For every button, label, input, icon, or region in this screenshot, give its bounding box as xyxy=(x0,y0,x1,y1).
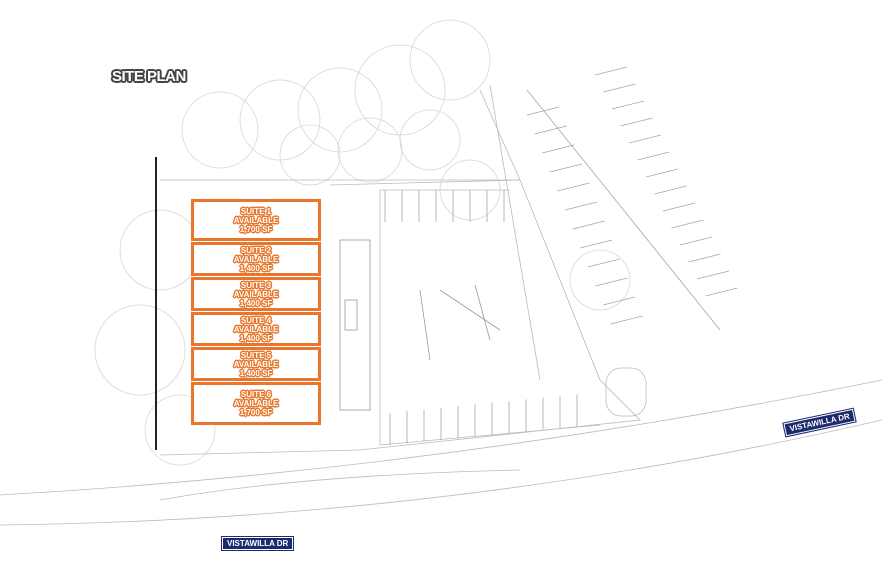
stall-line xyxy=(557,182,590,192)
suite-name: SUITE 4 xyxy=(240,315,272,325)
suite-1[interactable]: SUITE 1 AVAILABLE 1,700 SF xyxy=(191,199,321,241)
suite-size: 1,400 SF xyxy=(239,368,273,378)
stall-line xyxy=(705,287,738,297)
stall-line xyxy=(526,106,560,116)
suite-size: 1,700 SF xyxy=(239,408,273,417)
suite-name: SUITE 5 xyxy=(240,350,272,360)
suite-status: AVAILABLE xyxy=(233,324,279,334)
stall-line xyxy=(645,168,679,178)
stall-line xyxy=(602,296,636,306)
stall-line xyxy=(620,117,653,127)
stall-line xyxy=(610,315,643,325)
stall-line xyxy=(587,258,620,268)
suite-size: 1,700 SF xyxy=(239,224,273,234)
page-title: SITE PLAN xyxy=(112,68,186,85)
stall-line xyxy=(654,185,687,195)
suite-name: SUITE 6 xyxy=(240,390,272,399)
stall-line xyxy=(542,144,575,154)
suite-6[interactable]: SUITE 6 AVAILABLE 1,700 SF xyxy=(191,382,321,425)
stall-line xyxy=(549,163,582,173)
suite-status: AVAILABLE xyxy=(233,289,279,299)
suite-size: 1,400 SF xyxy=(239,333,273,343)
suite-2[interactable]: SUITE 2 AVAILABLE 1,400 SF xyxy=(191,242,321,276)
stall-line xyxy=(662,202,696,212)
stall-line xyxy=(696,270,730,280)
suite-5[interactable]: SUITE 5 AVAILABLE 1,400 SF xyxy=(191,347,321,381)
stall-line xyxy=(595,277,628,287)
suite-status: AVAILABLE xyxy=(233,215,279,225)
parking-stalls xyxy=(384,66,738,445)
suite-name: SUITE 3 xyxy=(240,280,272,290)
stall-line xyxy=(679,236,713,246)
suite-size: 1,400 SF xyxy=(239,263,273,273)
stall-line xyxy=(572,220,605,230)
stall-line xyxy=(594,66,628,76)
stall-line xyxy=(534,125,567,135)
stall-line xyxy=(580,239,613,249)
street-label-bottom: VISTAWILLA DR xyxy=(220,536,295,551)
suite-3[interactable]: SUITE 3 AVAILABLE 1,400 SF xyxy=(191,277,321,311)
site-lines xyxy=(0,84,882,526)
stall-line xyxy=(688,253,721,263)
suite-name: SUITE 1 xyxy=(240,206,272,216)
suite-size: 1,400 SF xyxy=(239,298,273,308)
suite-status: AVAILABLE xyxy=(233,359,279,369)
interior-parking xyxy=(339,239,501,411)
stall-line xyxy=(671,219,704,229)
suite-4[interactable]: SUITE 4 AVAILABLE 1,400 SF xyxy=(191,312,321,346)
suite-status: AVAILABLE xyxy=(233,399,279,408)
stall-line xyxy=(628,134,662,144)
stall-line xyxy=(637,151,670,161)
trees xyxy=(94,19,631,466)
stall-line xyxy=(564,201,598,211)
suite-name: SUITE 2 xyxy=(240,245,272,255)
stall-line xyxy=(603,83,636,93)
stall-line xyxy=(611,100,645,110)
suite-status: AVAILABLE xyxy=(233,254,279,264)
